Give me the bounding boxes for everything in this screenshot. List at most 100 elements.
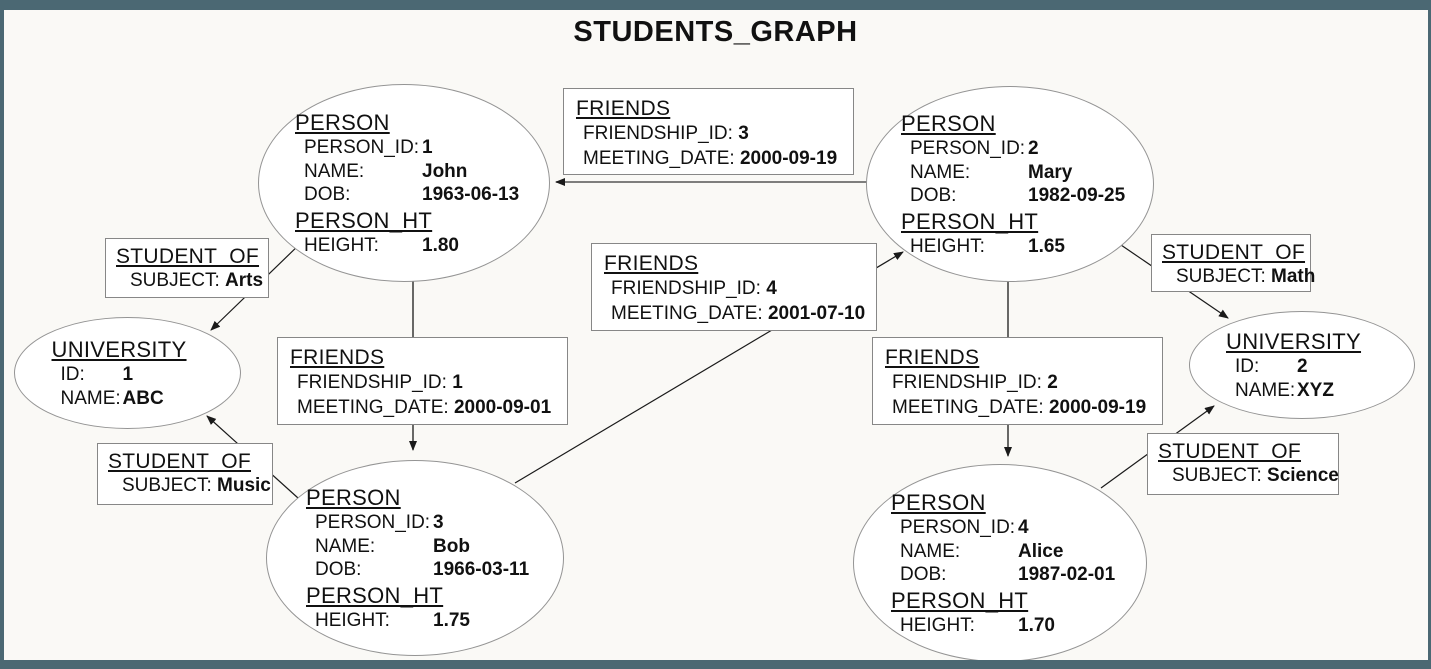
entity-label: PERSON_HT (891, 587, 1029, 613)
university-node-content: UNIVERSITY ID: 2 NAME:XYZ (1226, 328, 1378, 402)
property-row: MEETING_DATE: 2000-09-19 (576, 147, 843, 172)
person-node-bob: PERSON PERSON_ID:3 NAME: Bob DOB: 1966-03-… (266, 460, 564, 656)
property-row: HEIGHT: 1.80 (295, 234, 513, 258)
property-value: 1987-02-01 (1018, 564, 1116, 585)
property-value: Science (1267, 465, 1339, 486)
property-row: NAME:XYZ (1226, 379, 1378, 403)
property-value: 1963-06-13 (422, 184, 520, 205)
property-key: PERSON_ID: (910, 138, 1026, 159)
entity-label: PERSON_HT (306, 582, 444, 608)
property-row: DOB: 1963-06-13 (295, 183, 519, 207)
diagram-title: STUDENTS_GRAPH (573, 16, 858, 48)
property-value: XYZ (1297, 379, 1334, 401)
property-row: MEETING_DATE: 2000-09-19 (885, 396, 1152, 421)
property-value: 3 (433, 512, 444, 533)
property-value: Mary (1028, 161, 1073, 183)
property-value: 2 (1028, 138, 1039, 159)
property-value: 1982-09-25 (1028, 185, 1126, 206)
friends-edge-box-3: FRIENDS FRIENDSHIP_ID: 3 MEETING_DATE: 2… (563, 88, 854, 175)
property-key: DOB: (304, 184, 351, 205)
property-value: 2 (1047, 372, 1058, 393)
property-value: 1.75 (433, 609, 470, 631)
property-value: John (422, 160, 468, 182)
property-value: 1966-03-11 (433, 559, 530, 580)
entity-label: UNIVERSITY (1226, 329, 1362, 354)
property-row: SUBJECT: Music (108, 474, 271, 498)
property-row: NAME: Mary (901, 161, 1119, 185)
entity-label: PERSON_HT (901, 208, 1039, 234)
entity-label: FRIENDS (604, 252, 699, 275)
property-value: 1.70 (1018, 614, 1055, 636)
property-value: Bob (433, 535, 470, 557)
property-key: FRIENDSHIP_ID: (583, 123, 733, 144)
entity-label: FRIENDS (576, 97, 671, 120)
property-row: PERSON_ID:3 (306, 511, 524, 535)
property-value: 4 (766, 278, 777, 299)
frame-right-bar (1428, 0, 1431, 669)
property-value: 2 (1297, 356, 1308, 377)
entity-label: PERSON (901, 111, 996, 136)
property-row: PERSON_ID:1 (295, 136, 513, 160)
property-row: HEIGHT:1.70 (891, 614, 1109, 638)
property-row: FRIENDSHIP_ID: 4 (604, 277, 866, 302)
property-row: NAME:ABC (52, 387, 204, 411)
property-value: 4 (1018, 517, 1029, 538)
property-key: MEETING_DATE: (611, 302, 763, 324)
property-key: FRIENDSHIP_ID: (892, 372, 1042, 393)
property-key: NAME: (900, 540, 961, 562)
property-row: FRIENDSHIP_ID: 1 (290, 371, 557, 396)
person-node-content: PERSON PERSON_ID:4 NAME:Alice DOB:1987-0… (891, 489, 1115, 638)
person-node-john: PERSON PERSON_ID:1 NAME:John DOB:1963-06… (258, 84, 550, 282)
property-key: NAME: (910, 161, 971, 183)
property-row: NAME: Alice (891, 540, 1109, 564)
entity-label: PERSON (306, 485, 401, 510)
person-node-alice: PERSON PERSON_ID:4 NAME:Alice DOB:1987-0… (853, 464, 1147, 662)
property-value: 2000-09-19 (739, 147, 838, 169)
property-value: 1.80 (422, 234, 459, 256)
property-value: Math (1271, 266, 1316, 287)
property-row: HEIGHT:1.65 (901, 235, 1119, 259)
entity-label: FRIENDS (290, 346, 385, 369)
student-of-box-science: STUDENT_OF SUBJECT: Science (1147, 433, 1339, 495)
entity-label: PERSON_HT (295, 207, 433, 233)
student-of-box-music: STUDENT_OF SUBJECT: Music (97, 443, 273, 505)
property-key: MEETING_DATE: (297, 396, 449, 418)
property-key: HEIGHT: (304, 234, 379, 256)
property-key: MEETING_DATE: (892, 396, 1044, 418)
property-value: 1 (122, 364, 134, 385)
property-key: NAME: (315, 535, 376, 557)
frame-top-bar (0, 0, 1431, 10)
property-key: HEIGHT: (315, 609, 390, 631)
property-key: FRIENDSHIP_ID: (297, 372, 447, 393)
property-value: 1 (422, 137, 433, 158)
property-key: DOB: (315, 559, 362, 580)
property-value: Alice (1018, 540, 1064, 562)
property-key: SUBJECT: (1172, 465, 1262, 486)
property-key: NAME: (60, 387, 121, 409)
property-key: FRIENDSHIP_ID: (611, 278, 761, 299)
friends-edge-box-4: FRIENDS FRIENDSHIP_ID: 4 MEETING_DATE: 2… (591, 243, 877, 331)
entity-label: STUDENT_OF (116, 245, 260, 268)
property-key: PERSON_ID: (315, 512, 431, 533)
property-row: HEIGHT: 1.75 (306, 609, 524, 633)
university-node-content: UNIVERSITY ID:1 NAME:ABC (52, 336, 204, 410)
property-row: DOB:1987-02-01 (891, 563, 1115, 587)
student-of-box-math: STUDENT_OF SUBJECT: Math (1151, 234, 1315, 292)
property-key: SUBJECT: (130, 270, 220, 291)
person-node-mary: PERSON PERSON_ID:2 NAME:Mary DOB:1982-09… (866, 86, 1154, 282)
entity-label: STUDENT_OF (108, 450, 252, 473)
property-key: ID: (1235, 356, 1260, 377)
property-row: DOB: 1966-03-11 (306, 558, 529, 582)
property-value: 2001-07-10 (767, 302, 866, 324)
property-value: 3 (738, 123, 749, 144)
frame-left-bar (0, 0, 4, 669)
property-key: NAME: (1235, 379, 1296, 401)
property-row: NAME: John (295, 160, 513, 184)
property-row: SUBJECT: Science (1158, 464, 1339, 488)
property-row: PERSON_ID:4 (891, 516, 1109, 540)
property-row: FRIENDSHIP_ID: 2 (885, 371, 1152, 396)
property-key: NAME: (304, 160, 365, 182)
property-row: FRIENDSHIP_ID: 3 (576, 122, 843, 147)
friends-edge-box-1: FRIENDS FRIENDSHIP_ID: 1 MEETING_DATE: 2… (277, 337, 568, 425)
